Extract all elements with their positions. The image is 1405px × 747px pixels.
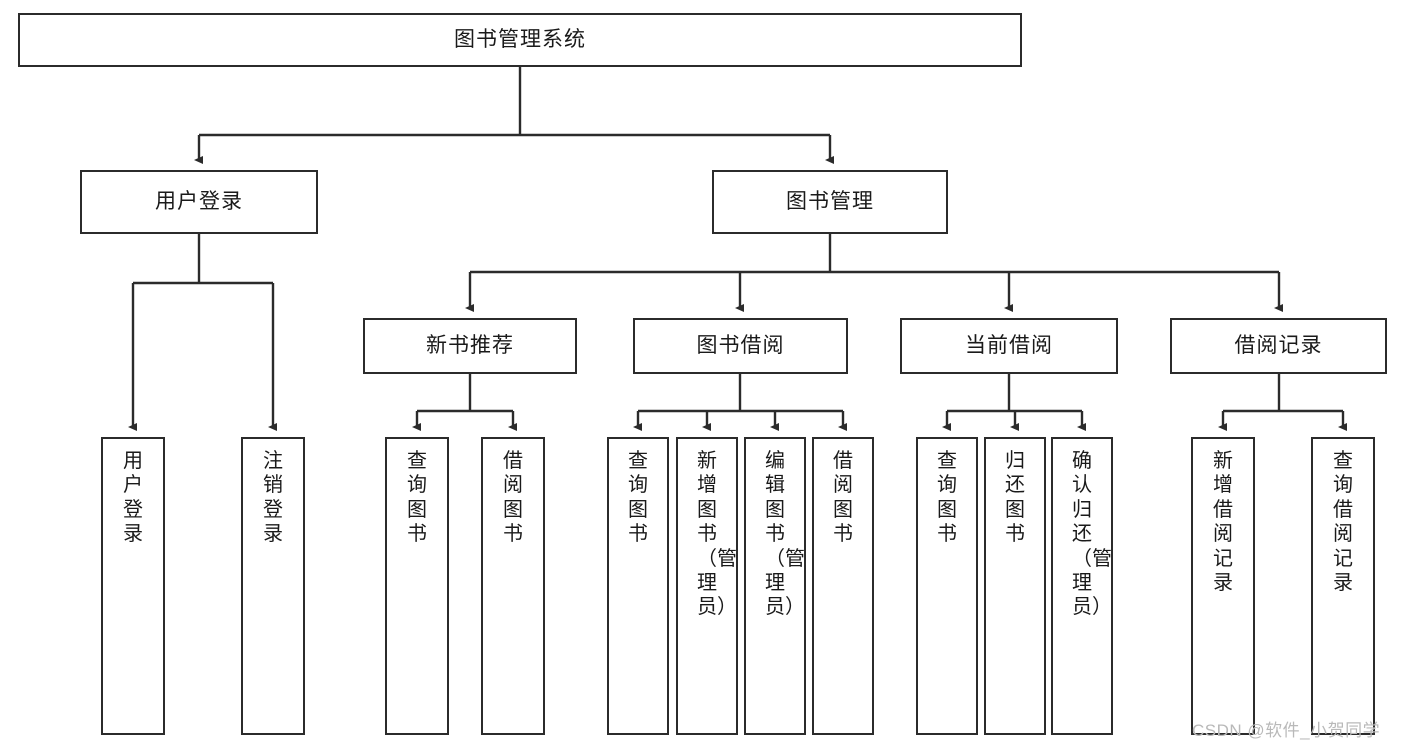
leaf-return-book[interactable]: 归还图书 (984, 437, 1046, 735)
leaf-confirm-return-admin-label: 确认归还（管理员） (1072, 450, 1112, 619)
leaf-query-book-borrow[interactable]: 查询图书 (607, 437, 669, 735)
node-new-book-recommend-label: 新书推荐 (426, 334, 514, 358)
leaf-lend-book[interactable]: 借阅图书 (812, 437, 874, 735)
leaf-borrow-book-recommend[interactable]: 借阅图书 (481, 437, 545, 735)
leaf-add-book-admin[interactable]: 新增图书（管理员） (676, 437, 738, 735)
node-borrow-record-label: 借阅记录 (1234, 334, 1323, 358)
leaf-borrow-book-recommend-label: 借阅图书 (503, 450, 523, 546)
leaf-query-borrow-record-label: 查询借阅记录 (1333, 450, 1353, 594)
leaf-user-login-label: 用户登录 (123, 450, 143, 546)
node-user-login-label: 用户登录 (155, 190, 243, 214)
leaf-return-book-label: 归还图书 (1005, 450, 1025, 546)
leaf-lend-book-label: 借阅图书 (833, 450, 853, 546)
leaf-add-borrow-record[interactable]: 新增借阅记录 (1191, 437, 1255, 735)
leaf-query-book-recommend[interactable]: 查询图书 (385, 437, 449, 735)
leaf-edit-book-admin[interactable]: 编辑图书（管理员） (744, 437, 806, 735)
node-current-borrow-label: 当前借阅 (965, 334, 1053, 358)
node-book-borrow-label: 图书借阅 (696, 334, 785, 358)
node-root-system-label: 图书管理系统 (454, 28, 586, 52)
leaf-add-book-admin-label: 新增图书（管理员） (697, 450, 737, 619)
leaf-user-login[interactable]: 用户登录 (101, 437, 165, 735)
leaf-logout-label: 注销登录 (263, 450, 283, 546)
leaf-confirm-return-admin[interactable]: 确认归还（管理员） (1051, 437, 1113, 735)
leaf-query-borrow-record[interactable]: 查询借阅记录 (1311, 437, 1375, 735)
leaf-query-book-recommend-label: 查询图书 (407, 450, 427, 546)
node-new-book-recommend[interactable]: 新书推荐 (363, 318, 577, 374)
node-root-system[interactable]: 图书管理系统 (18, 13, 1022, 67)
node-user-login[interactable]: 用户登录 (80, 170, 318, 234)
leaf-query-book-current[interactable]: 查询图书 (916, 437, 978, 735)
node-current-borrow[interactable]: 当前借阅 (900, 318, 1118, 374)
leaf-query-book-current-label: 查询图书 (937, 450, 957, 546)
leaf-logout[interactable]: 注销登录 (241, 437, 305, 735)
leaf-query-book-borrow-label: 查询图书 (628, 450, 648, 546)
leaf-edit-book-admin-label: 编辑图书（管理员） (765, 450, 805, 619)
leaf-add-borrow-record-label: 新增借阅记录 (1213, 450, 1233, 594)
node-borrow-record[interactable]: 借阅记录 (1170, 318, 1387, 374)
node-book-management[interactable]: 图书管理 (712, 170, 948, 234)
csdn-watermark: CSDN @软件_小贺同学 (1192, 721, 1381, 740)
node-book-borrow[interactable]: 图书借阅 (633, 318, 848, 374)
node-book-management-label: 图书管理 (786, 190, 874, 214)
